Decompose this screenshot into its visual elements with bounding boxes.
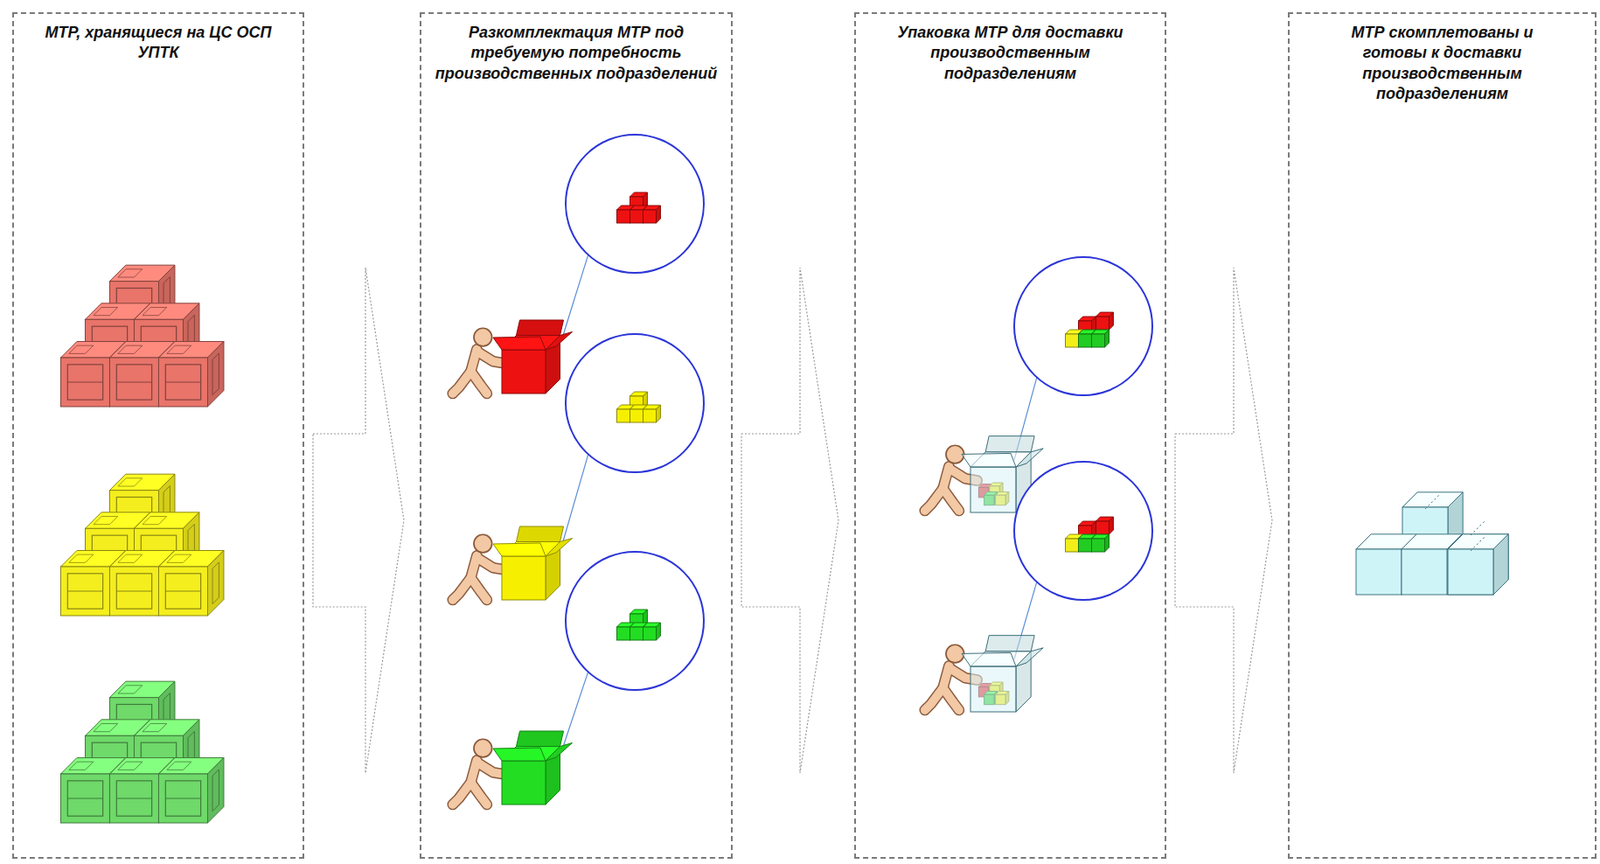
packed-stack: [1356, 492, 1509, 595]
panel-heading: Упаковка МТР для доставки производственн…: [897, 22, 1125, 84]
open-box: [493, 730, 573, 805]
cube: [630, 609, 648, 627]
process-panel: Разкомплектация МТР под требуемую потреб…: [419, 12, 733, 859]
cube: [630, 192, 648, 210]
item-stack: [1065, 516, 1114, 552]
panel-heading: Разкомплектация МТР под требуемую потреб…: [431, 22, 721, 84]
cube: [158, 758, 223, 823]
block-arrow: [1175, 267, 1273, 773]
block-arrow: [741, 267, 839, 773]
cube: [1078, 521, 1097, 539]
cube: [158, 550, 223, 616]
panel-heading: МТР скомплетованы и готовы к доставки пр…: [1324, 22, 1561, 105]
cube: [1092, 534, 1110, 552]
detail-circle: [565, 134, 704, 273]
cube: [643, 205, 661, 223]
cube: [158, 341, 223, 407]
cube: [643, 622, 661, 640]
leader-line: [561, 667, 590, 752]
leader-line: [561, 450, 590, 548]
open-box: [493, 526, 573, 600]
item-stack: [617, 192, 661, 223]
cube: [1447, 534, 1509, 595]
crate-stack: [60, 681, 223, 823]
detail-circle: [565, 333, 704, 473]
block-arrow: [313, 267, 404, 773]
tape-line: [1470, 521, 1485, 536]
process-panel: МТР, хранящиеся на ЦС ОСП УПТК: [12, 12, 305, 859]
process-panel: Упаковка МТР для доставки производственн…: [854, 12, 1167, 859]
item-stack: [1065, 312, 1114, 348]
detail-circle: [1014, 257, 1153, 396]
leader-line: [561, 250, 590, 341]
tape-line: [1470, 536, 1485, 551]
open-box: [493, 320, 573, 394]
cube: [630, 391, 648, 410]
cube: [1095, 516, 1114, 535]
crate-stack: [60, 473, 223, 616]
cube: [1447, 534, 1509, 595]
item-stack: [617, 609, 661, 640]
cube: [1095, 312, 1114, 330]
cube: [1078, 316, 1097, 334]
item-stack: [617, 391, 661, 423]
open-box: [961, 635, 1044, 712]
cube: [643, 404, 661, 423]
process-panel: МТР скомплетованы и готовы к доставки пр…: [1287, 12, 1597, 859]
detail-circle: [565, 551, 704, 690]
tape-line: [1425, 494, 1440, 509]
panel-heading: МТР, хранящиеся на ЦС ОСП УПТК: [40, 22, 277, 64]
detail-circle: [1014, 461, 1153, 600]
cube: [1092, 329, 1110, 348]
crate-stack: [60, 264, 223, 407]
